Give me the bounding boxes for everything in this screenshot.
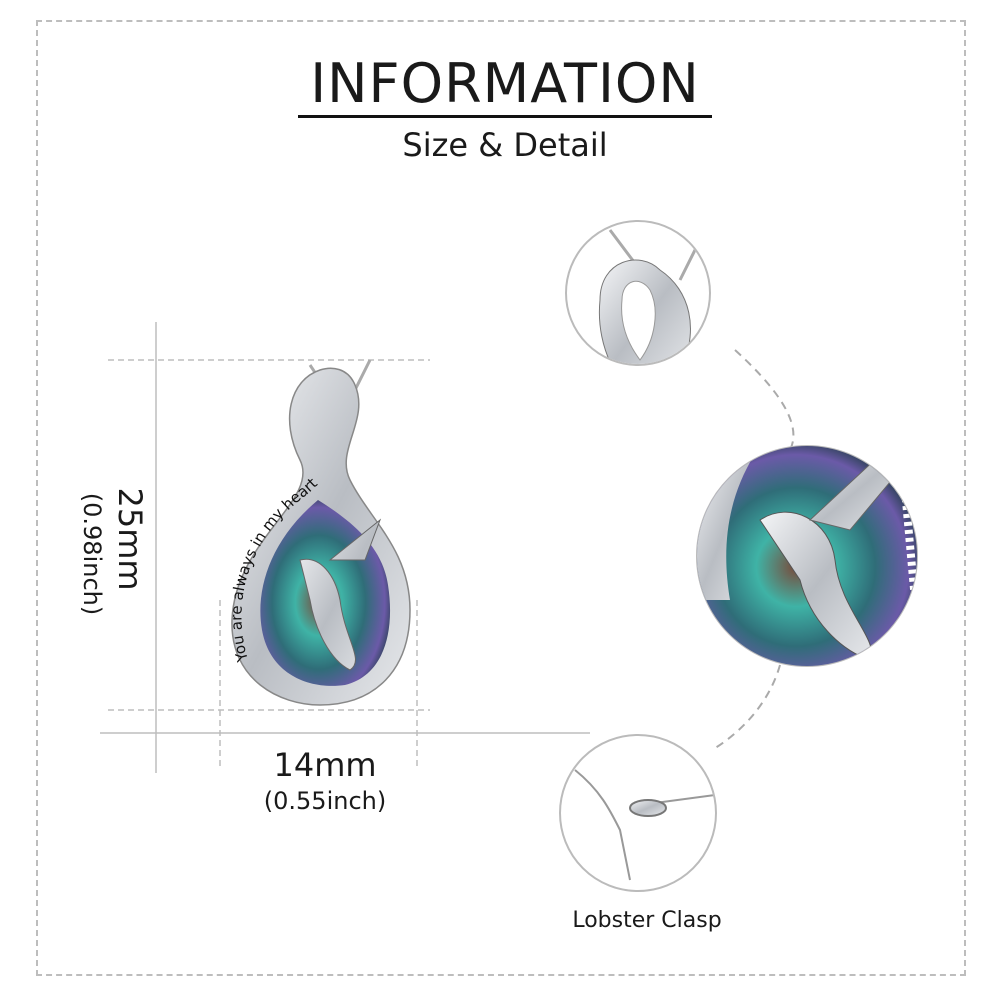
width-inch-label: (0.55inch) [263,787,387,815]
title-underline [298,115,712,118]
detail-circle-bail [565,220,711,366]
page-subtitle: Size & Detail [402,126,608,164]
pendant-image: You are always in my heart [227,359,411,706]
detail-circle-hummingbird [696,445,918,667]
height-inch-label: (0.98inch) [78,492,106,616]
dashed-frame [36,20,966,976]
width-mm-label: 14mm [273,746,377,784]
dimension-guides [100,322,590,773]
clasp-caption: Lobster Clasp [572,908,722,933]
detail-circle-clasp [559,734,717,892]
connector-dashes [711,349,795,751]
height-mm-label: 25mm [111,487,149,591]
page-title: INFORMATION [310,52,700,115]
